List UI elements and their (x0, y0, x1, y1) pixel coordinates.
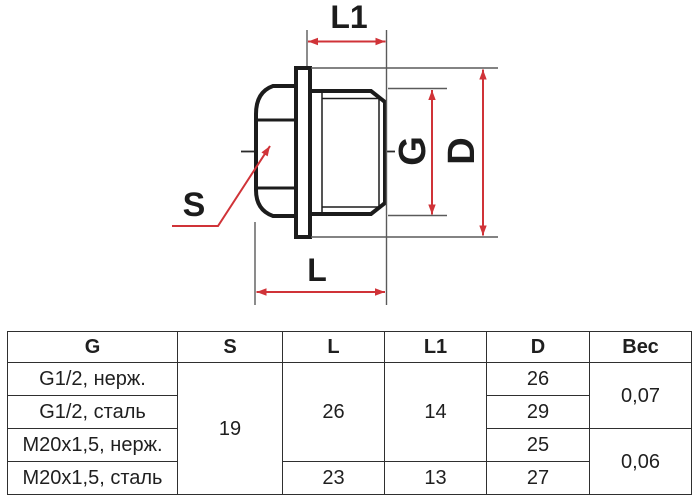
cell-l-top: 26 (282, 362, 385, 462)
cell-g-2: G1/2, сталь (7, 395, 178, 429)
plug-fitting-drawing: L1 L S G D (172, 0, 498, 305)
table-header-row: G S L L1 D Вес (7, 331, 692, 363)
header-l: L (282, 331, 385, 363)
table-row: G1/2, нерж. 19 26 14 26 0,07 (7, 362, 692, 495)
drawing-area: L1 L S G D (172, 0, 498, 305)
header-d: D (486, 331, 590, 363)
header-ves: Вес (589, 331, 692, 363)
cell-l1-top: 14 (384, 362, 487, 462)
flange-outline (294, 66, 312, 239)
cell-d-2: 29 (486, 395, 590, 429)
label-l: L (307, 252, 327, 288)
label-g: G (392, 136, 434, 166)
cell-ves-top: 0,07 (589, 362, 692, 429)
spec-table: G S L L1 D Вес G1/2, нерж. 19 26 14 26 0… (7, 331, 692, 495)
cell-d-1: 26 (486, 362, 590, 396)
label-l1: L1 (330, 0, 367, 35)
dimension-lines (172, 37, 487, 296)
thread-lines (321, 93, 380, 212)
hex-head-outline (254, 84, 300, 218)
label-s: S (183, 186, 206, 224)
cell-l-bottom: 23 (282, 461, 385, 495)
cell-ves-bottom: 0,06 (589, 428, 692, 495)
header-l1: L1 (384, 331, 487, 363)
extension-lines (254, 30, 498, 305)
cell-g-1: G1/2, нерж. (7, 362, 178, 396)
label-d: D (441, 137, 483, 164)
cell-l1-bottom: 13 (384, 461, 487, 495)
s-leader-arrow (172, 145, 271, 227)
cell-g-4: M20x1,5, сталь (7, 461, 178, 495)
cell-d-3: 25 (486, 428, 590, 462)
cell-g-3: M20x1,5, нерж. (7, 428, 178, 462)
header-s: S (177, 331, 283, 363)
cell-d-4: 27 (486, 461, 590, 495)
cell-s: 19 (177, 362, 283, 495)
table-row: M20x1,5, сталь 23 13 27 (7, 461, 692, 495)
header-g: G (7, 331, 178, 363)
table-row: G1/2, сталь 29 (7, 395, 692, 429)
table-row: M20x1,5, нерж. 25 0,06 (7, 428, 692, 495)
